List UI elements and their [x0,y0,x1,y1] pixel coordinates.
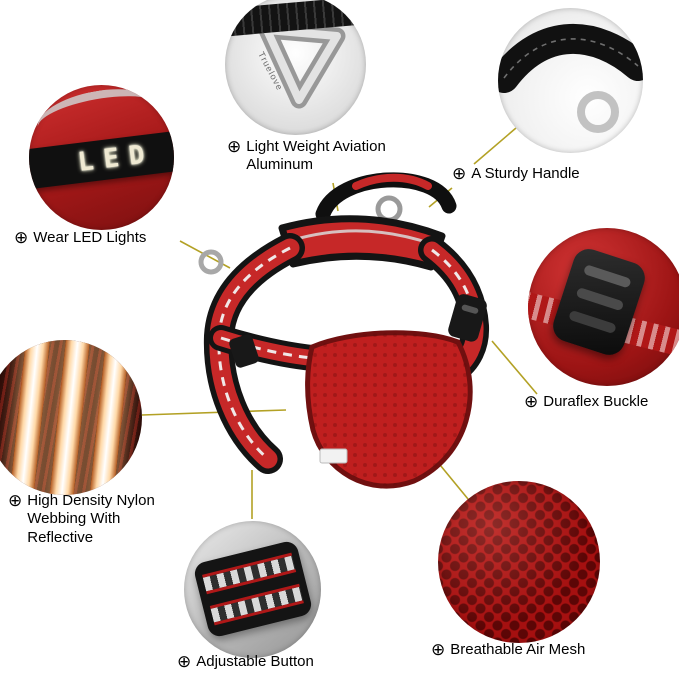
reflective-stripe [46,340,92,495]
callout-label-text: High Density Nylon Webbing With Reflecti… [27,492,155,546]
callout-label-text: Breathable Air Mesh [450,641,586,658]
callout-photo-aluminum-ring: Truelove [225,0,366,135]
buckle-slot-detail [582,264,632,289]
callout-label-handle: ⊕ A Sturdy Handle [452,165,580,183]
callout-label-led: ⊕ Wear LED Lights [14,229,146,247]
callout-photo-reflective-webbing [0,340,142,495]
plus-circle-icon: ⊕ [8,491,23,510]
callout-label-aluminum: ⊕ Light Weight Aviation Aluminum [227,138,416,175]
plus-circle-icon: ⊕ [452,164,467,183]
callout-photo-buckle [528,228,679,386]
reflective-stripe [86,340,132,495]
plus-circle-icon: ⊕ [177,652,192,671]
handle-strap-detail [498,24,643,133]
callout-label-webbing: ⊕ High Density Nylon Webbing With Reflec… [8,492,167,547]
callout-label-text: Adjustable Button [196,653,314,670]
plus-circle-icon: ⊕ [431,640,446,659]
callout-label-text: Wear LED Lights [33,229,147,246]
plus-circle-icon: ⊕ [524,392,539,411]
slider-buckle-detail [192,539,314,639]
callout-label-text: Light Weight Aviation Aluminum [246,138,386,174]
callout-label-buckle: ⊕ Duraflex Buckle [524,393,648,411]
callout-label-text: Duraflex Buckle [543,393,649,410]
callout-photo-led: LED [29,85,174,230]
aluminum-triangle-ring [258,21,346,109]
callout-photo-air-mesh [438,481,600,643]
connector-lines [141,127,538,519]
callout-label-text: A Sturdy Handle [471,165,580,182]
reflective-stripe [6,340,52,495]
led-strip-text: LED [76,138,157,178]
harness-illustration [198,172,490,489]
plus-circle-icon: ⊕ [227,137,242,156]
plus-circle-icon: ⊕ [14,228,29,247]
callout-photo-handle [498,8,643,153]
callout-photo-adjustable-button [184,521,321,658]
callout-label-adjustable: ⊕ Adjustable Button [177,653,314,671]
callout-label-mesh: ⊕ Breathable Air Mesh [431,641,585,659]
